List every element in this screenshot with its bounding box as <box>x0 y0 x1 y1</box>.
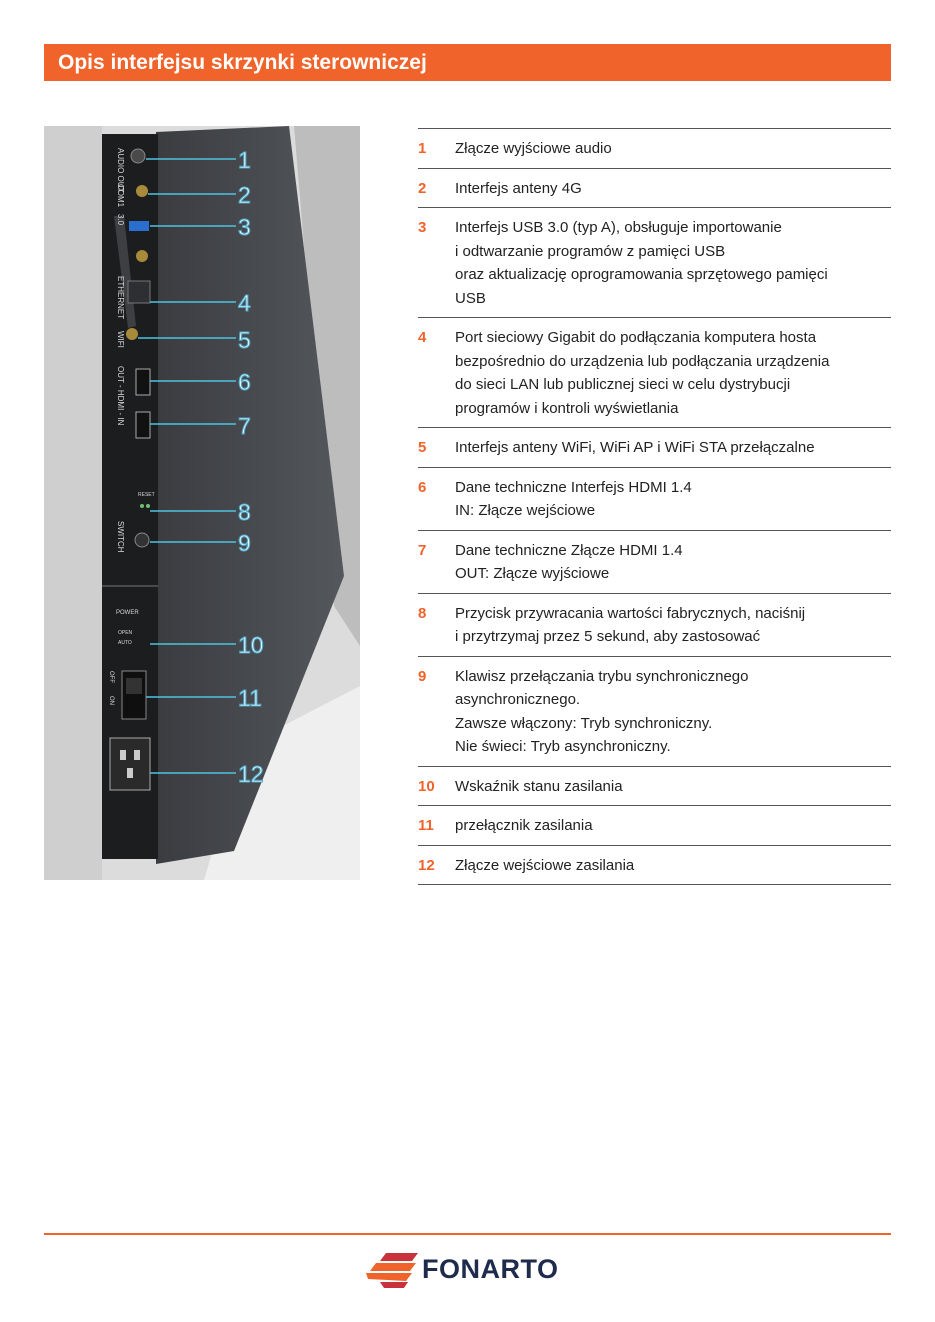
callout-12: 12 <box>238 761 264 787</box>
list-item: 12 Złącze wejściowe zasilania <box>418 846 891 885</box>
control-box-illustration: AUDIO OUT COM1 3.0 ETHERNET WIFI OUT - H… <box>44 126 360 880</box>
brand-mark-icon <box>366 1253 418 1288</box>
item-number: 6 <box>418 478 427 496</box>
panel-label-off: OFF <box>108 671 114 683</box>
panel-label-auto: AUTO <box>118 640 132 646</box>
item-number: 11 <box>418 817 434 834</box>
item-text: Wskaźnik stanu zasilania <box>455 777 623 795</box>
item-text: Klawisz przełączania trybu synchroniczne… <box>455 667 749 756</box>
item-number: 2 <box>418 179 427 197</box>
panel-label-ethernet: ETHERNET <box>116 276 125 319</box>
callout-3: 3 <box>238 214 251 240</box>
callout-5: 5 <box>238 327 251 353</box>
item-number: 12 <box>418 856 435 874</box>
panel-label-com1: COM1 <box>116 184 125 208</box>
callout-2: 2 <box>238 182 251 208</box>
callout-11: 11 <box>238 685 262 711</box>
item-text: Przycisk przywracania wartości fabryczny… <box>455 604 806 646</box>
item-text: Interfejs USB 3.0 (typ A), obsługuje imp… <box>455 219 828 307</box>
callout-8: 8 <box>238 499 251 525</box>
list-item: 2 Interfejs anteny 4G <box>418 169 891 208</box>
item-number: 7 <box>418 541 427 559</box>
panel-label-switch: SWITCH <box>116 521 125 553</box>
list-item: 11 przełącznik zasilania <box>418 806 891 846</box>
list-item: 8 Przycisk przywracania wartości fabryczn… <box>418 594 891 657</box>
item-text: Interfejs anteny WiFi, WiFi AP i WiFi ST… <box>455 439 815 456</box>
list-item: 7 Dane techniczne Złącze HDMI 1.4 OUT: Zł… <box>418 531 891 594</box>
brand-logo: FONARTO <box>366 1249 576 1289</box>
control-box-photo: AUDIO OUT COM1 3.0 ETHERNET WIFI OUT - H… <box>44 126 360 880</box>
list-item: 6 Dane techniczne Interfejs HDMI 1.4 IN: … <box>418 468 891 531</box>
item-number: 3 <box>418 219 427 236</box>
item-number: 10 <box>418 777 435 795</box>
item-text: Złącze wyjściowe audio <box>455 140 612 157</box>
item-text: Interfejs anteny 4G <box>455 179 582 197</box>
item-number: 4 <box>418 329 427 346</box>
panel-label-open: OPEN <box>118 630 133 636</box>
item-number: 8 <box>418 604 427 622</box>
panel-label-usb: 3.0 <box>116 214 125 226</box>
item-number: 1 <box>418 140 427 157</box>
callout-7: 7 <box>238 413 251 439</box>
callout-1: 1 <box>238 147 251 173</box>
list-item: 1 Złącze wyjściowe audio <box>418 129 891 169</box>
callout-10: 10 <box>238 632 264 658</box>
callout-6: 6 <box>238 369 251 395</box>
list-item: 4 Port sieciowy Gigabit do podłączania ko… <box>418 318 891 428</box>
item-text: Port sieciowy Gigabit do podłączania kom… <box>455 329 830 417</box>
item-number: 5 <box>418 439 427 456</box>
item-text: przełącznik zasilania <box>455 817 593 834</box>
panel-label-power: POWER <box>116 610 139 616</box>
list-item: 5 Interfejs anteny WiFi, WiFi AP i WiFi S… <box>418 428 891 468</box>
list-item: 3 Interfejs USB 3.0 (typ A), obsługuje im… <box>418 208 891 318</box>
item-text: Dane techniczne Interfejs HDMI 1.4 IN: Z… <box>455 478 692 520</box>
list-item: 10 Wskaźnik stanu zasilania <box>418 767 891 806</box>
page-title: Opis interfejsu skrzynki sterowniczej <box>44 44 891 81</box>
panel-label-wifi: WIFI <box>116 331 125 348</box>
panel-label-reset: RESET <box>138 492 155 498</box>
panel-label-audio: AUDIO OUT <box>116 148 125 193</box>
callout-4: 4 <box>238 290 251 316</box>
panel-label-on: ON <box>108 696 114 705</box>
brand-name: FONARTO <box>422 1254 559 1284</box>
panel-label-hdmi: OUT - HDMI - IN <box>116 366 125 426</box>
item-text: Złącze wejściowe zasilania <box>455 856 635 874</box>
item-text: Dane techniczne Złącze HDMI 1.4 OUT: Złą… <box>455 541 683 583</box>
callout-9: 9 <box>238 530 251 556</box>
footer-divider <box>44 1233 891 1235</box>
list-item: 9 Klawisz przełączania trybu synchroniczn… <box>418 657 891 767</box>
item-number: 9 <box>418 667 427 685</box>
